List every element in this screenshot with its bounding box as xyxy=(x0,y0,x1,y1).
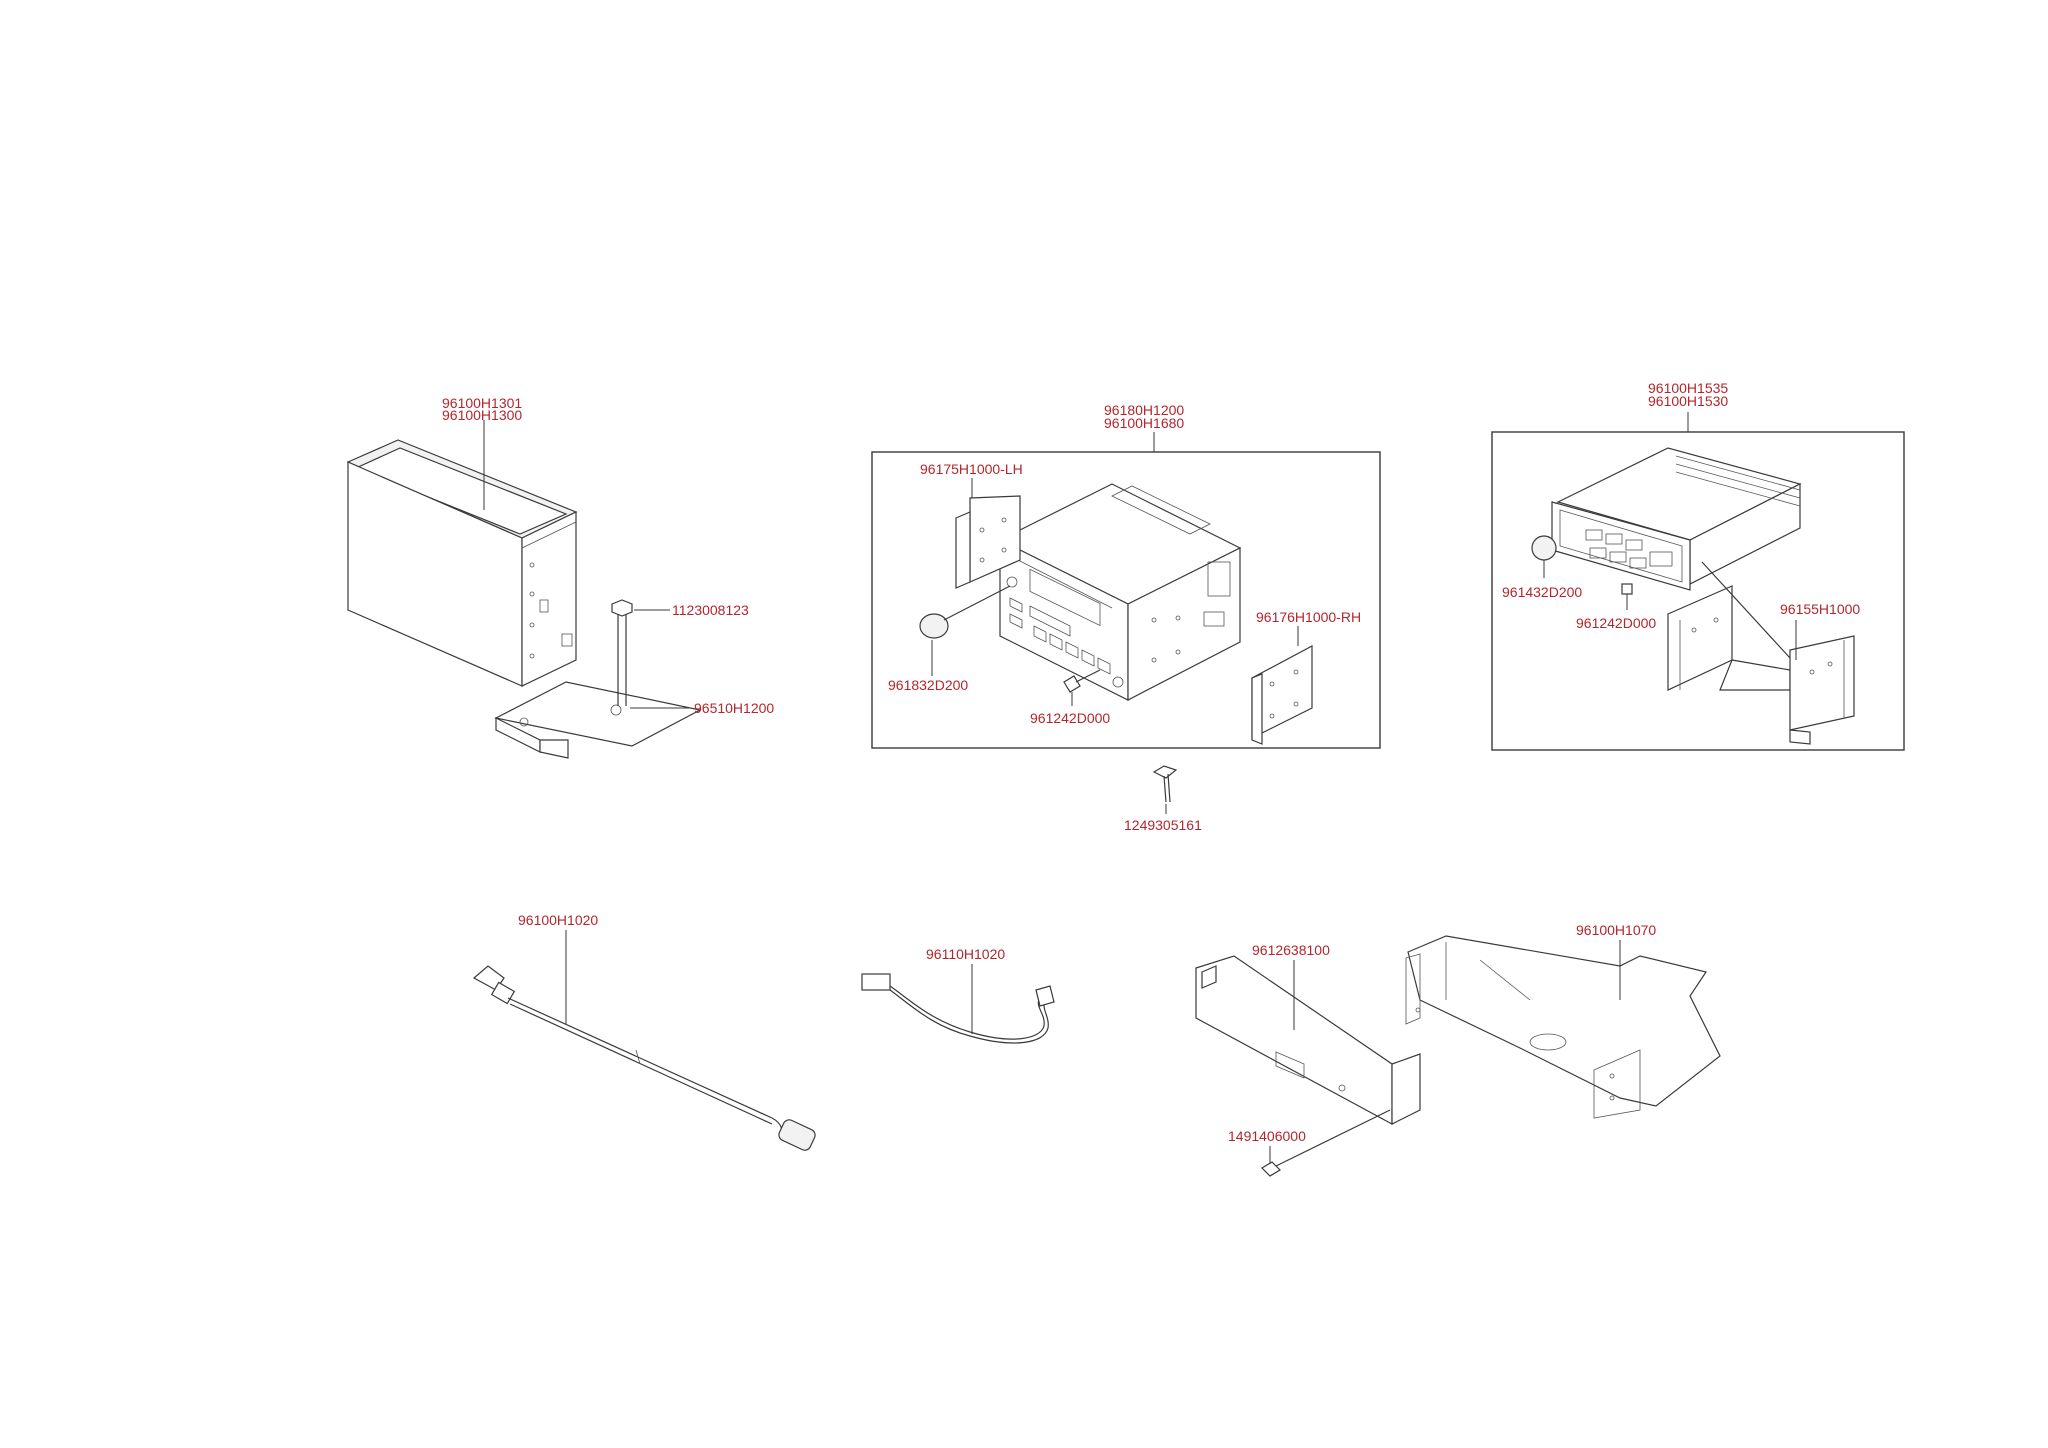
label-knob-961242-mid: 961242D000 xyxy=(1030,710,1110,726)
label-bracket-96100H1070: 96100H1070 xyxy=(1576,922,1656,938)
bolt-1123008123[interactable] xyxy=(611,599,633,706)
label-bracket-96155: 96155H1000 xyxy=(1780,601,1860,617)
label-headunit-a: 96180H1200 xyxy=(1104,402,1184,418)
label-harness-96110H1020: 96110H1020 xyxy=(926,946,1005,962)
headunit-group-frame xyxy=(871,451,1381,749)
screw-1491[interactable] xyxy=(1261,1109,1391,1177)
label-knob-961432: 961432D200 xyxy=(1502,584,1582,600)
head-unit[interactable] xyxy=(998,483,1242,701)
bracket-lh[interactable] xyxy=(955,495,1021,589)
label-bracket-lh: 96175H1000-LH xyxy=(920,461,1023,477)
knob-961832[interactable] xyxy=(919,585,1011,639)
label-radio2-a: 96100H1535 xyxy=(1648,380,1728,396)
wiring-harness[interactable] xyxy=(861,973,1055,1044)
label-bolt-1123: 1123008123 xyxy=(672,602,749,618)
label-headunit-b: 96100H1680 xyxy=(1104,415,1184,431)
label-knob-961242-right: 961242D000 xyxy=(1576,615,1656,631)
bracket-rh[interactable] xyxy=(1251,645,1313,745)
label-bracket-rh: 96176H1000-RH xyxy=(1256,609,1361,625)
knob-961242-right[interactable] xyxy=(1621,583,1633,595)
label-bracket-9612638100: 9612638100 xyxy=(1252,942,1330,958)
bracket-96155[interactable] xyxy=(1667,561,1855,745)
label-cable-96100H1020: 96100H1020 xyxy=(518,912,598,928)
label-screw-1491: 1491406000 xyxy=(1228,1128,1306,1144)
bracket-96100H1070[interactable] xyxy=(1405,935,1721,1119)
radio-unit[interactable] xyxy=(1551,447,1802,591)
cdc-bracket[interactable] xyxy=(494,681,702,759)
label-cdc-a: 96100H1301 xyxy=(442,395,522,411)
label-bracket-96510: 96510H1200 xyxy=(694,700,774,716)
label-radio2-b: 96100H1530 xyxy=(1648,393,1728,409)
label-knob-961832: 961832D200 xyxy=(888,677,968,693)
screw-1249[interactable] xyxy=(1152,765,1178,803)
radio-group-frame xyxy=(1491,431,1905,751)
label-cdc-b: 96100H1300 xyxy=(442,407,522,423)
cd-changer-assembly[interactable] xyxy=(346,439,578,687)
antenna-cable[interactable] xyxy=(472,965,817,1152)
label-screw-1249: 1249305161 xyxy=(1124,817,1202,833)
bracket-9612638100[interactable] xyxy=(1195,955,1421,1126)
knob-961242-mid[interactable] xyxy=(1063,669,1101,693)
knob-961432[interactable] xyxy=(1531,535,1557,561)
